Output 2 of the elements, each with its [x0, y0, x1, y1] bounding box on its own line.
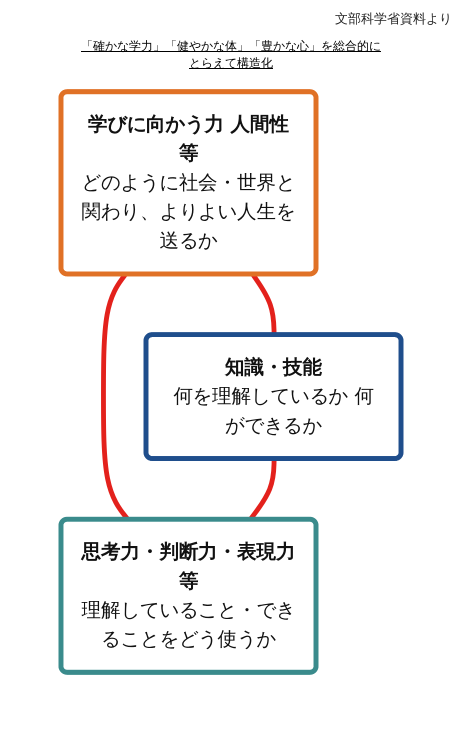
center-note: 「確かな学力」「健やかな体」「豊かな心」を総合的にとらえて構造化	[81, 38, 381, 72]
source-note: 文部科学省資料より	[335, 11, 452, 28]
